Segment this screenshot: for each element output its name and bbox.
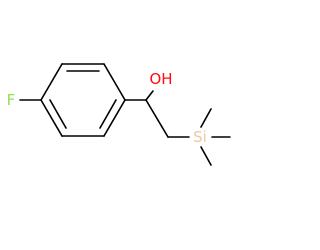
ring-double-bond [49,99,67,129]
hydroxyl-label: OH [149,70,172,88]
ring-bond [40,99,63,137]
c-ch2-bond [145,99,169,138]
c-o-bond [145,90,154,101]
bonds [19,63,231,166]
si-methyl-bond-up [200,108,212,128]
ring-bond [40,63,63,101]
structure-diagram: F OH Si [7,63,231,166]
si-methyl-bond-down [200,146,212,166]
atom-labels: F OH Si [7,70,207,146]
ring-double-bond [99,99,117,129]
fluorine-label: F [7,91,16,109]
ring-bond [103,99,126,137]
ring-bond [103,63,126,101]
silicon-label: Si [193,128,207,146]
